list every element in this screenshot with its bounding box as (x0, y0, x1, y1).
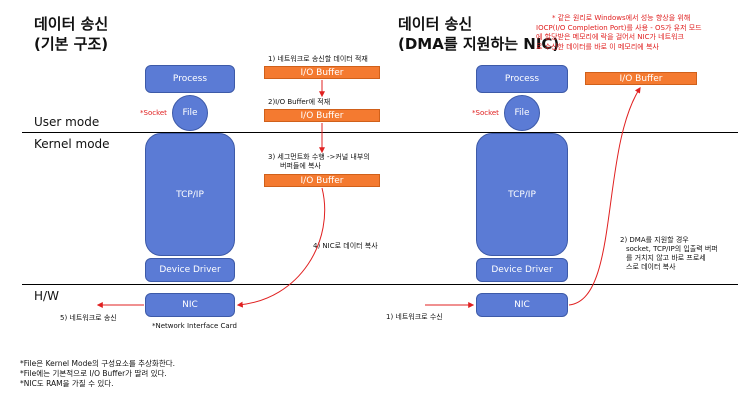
right-arrow-nic-to-buffer (568, 86, 641, 306)
left-nic-box: NIC (145, 293, 235, 317)
iocp-note-line1: * 같은 원리로 Windows에서 성능 향상을 위해 (552, 14, 691, 22)
right-title: 데이터 송신 (DMA를 지원하는 NIC) (398, 14, 559, 54)
right-step1-label: 1) 네트워크로 수신 (386, 313, 443, 321)
left-process-label: Process (172, 74, 208, 84)
left-device-driver-box: Device Driver (145, 258, 235, 282)
left-step3-line1: 3) 세그먼트화 수행 ->커널 내부의 (268, 153, 370, 161)
footnote-3: *NIC도 RAM을 가질 수 있다. (20, 379, 114, 388)
right-step2-line3: 를 거치지 않고 바로 프로세 (626, 254, 706, 262)
left-step3-line2: 버퍼들에 복사 (280, 162, 321, 170)
left-title-line1: 데이터 송신 (34, 15, 109, 33)
kernel-mode-label: Kernel mode (34, 137, 110, 151)
hw-label: H/W (34, 289, 59, 303)
left-io-buffer-3: I/O Buffer (264, 174, 380, 187)
kernel-hw-separator (22, 284, 738, 285)
left-title: 데이터 송신 (기본 구조) (34, 14, 108, 54)
right-nic-box: NIC (476, 293, 568, 317)
left-io-buffer-3-label: I/O Buffer (300, 175, 344, 186)
right-socket-label: *Socket (472, 109, 499, 117)
left-step4-label: 4) NIC로 데이터 복사 (313, 242, 378, 250)
footnotes: *File은 Kernel Mode의 구성요소를 추상화한다. *File에는… (20, 359, 175, 389)
left-step2-label: 2)I/O Buffer에 적재 (268, 98, 331, 106)
left-tcpip-box: TCP/IP (145, 133, 235, 256)
iocp-note-line2: IOCP(I/O Completion Port)를 사용 - OS가 유저 모… (536, 23, 702, 32)
left-io-buffer-1-label: I/O Buffer (300, 67, 344, 78)
left-step5-label: 5) 네트워크로 송신 (60, 314, 117, 322)
left-io-buffer-1: I/O Buffer (264, 66, 380, 79)
right-nic-label: NIC (514, 300, 530, 310)
right-file-circle: File (504, 95, 540, 131)
iocp-note-line4: 로 수신한 데이터를 바로 이 메모리에 복사 (536, 42, 659, 51)
right-title-line2: (DMA를 지원하는 NIC) (398, 35, 560, 53)
right-process-label: Process (504, 74, 540, 84)
left-process-box: Process (145, 65, 235, 93)
left-nic-note: *Network Interface Card (152, 322, 237, 330)
left-io-buffer-2: I/O Buffer (264, 109, 380, 122)
iocp-note: * 같은 원리로 Windows에서 성능 향상을 위해 IOCP(I/O Co… (536, 14, 702, 52)
right-title-line1: 데이터 송신 (398, 15, 473, 33)
left-file-label: File (182, 108, 198, 118)
left-device-driver-label: Device Driver (159, 265, 221, 275)
right-tcpip-label: TCP/IP (508, 189, 536, 200)
right-device-driver-box: Device Driver (476, 258, 568, 282)
right-io-buffer: I/O Buffer (585, 72, 697, 85)
right-step2-line4: 스로 데이터 복사 (626, 263, 676, 271)
left-title-line2: (기본 구조) (34, 35, 109, 53)
footnote-2: *File에는 기본적으로 I/O Buffer가 딸려 있다. (20, 369, 167, 378)
left-nic-label: NIC (182, 300, 198, 310)
right-device-driver-label: Device Driver (491, 265, 553, 275)
left-io-buffer-2-label: I/O Buffer (300, 110, 344, 121)
left-arrow-buffer3-to-nic (236, 187, 326, 308)
right-tcpip-box: TCP/IP (476, 133, 568, 256)
left-socket-label: *Socket (140, 109, 167, 117)
right-process-box: Process (476, 65, 568, 93)
iocp-note-line3: 에 할당받은 메모리에 락을 걸어서 NIC가 네트워크 (536, 33, 684, 41)
left-file-circle: File (172, 95, 208, 131)
right-step2-label: 2) DMA를 지원할 경우 socket, TCP/IP의 입출력 버퍼 를 … (620, 236, 718, 272)
left-step3-label: 3) 세그먼트화 수행 ->커널 내부의 버퍼들에 복사 (268, 153, 370, 171)
left-tcpip-label: TCP/IP (176, 189, 204, 200)
user-mode-label: User mode (34, 115, 100, 129)
right-step2-line2: socket, TCP/IP의 입출력 버퍼 (626, 245, 718, 253)
right-step2-line1: 2) DMA를 지원할 경우 (620, 236, 689, 244)
user-kernel-separator (22, 132, 738, 133)
left-step1-label: 1) 네트워크로 송신할 데이터 적재 (268, 55, 368, 63)
right-file-label: File (514, 108, 530, 118)
footnote-1: *File은 Kernel Mode의 구성요소를 추상화한다. (20, 359, 176, 368)
right-io-buffer-label: I/O Buffer (619, 73, 663, 84)
